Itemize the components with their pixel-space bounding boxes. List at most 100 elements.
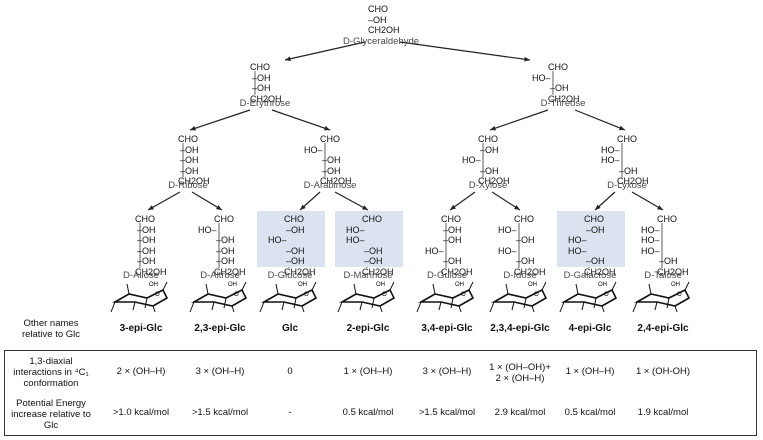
alt-name: 3-epi-Glc bbox=[119, 323, 163, 334]
chair-conformation: OHO bbox=[259, 281, 318, 313]
chair-substituent-bond bbox=[205, 283, 209, 295]
sugar-name-hexose: D-Galactose bbox=[563, 270, 617, 281]
chair-substituent-bond bbox=[132, 301, 136, 311]
energy-value: 0.5 kcal/mol bbox=[342, 407, 394, 418]
sugar-name-hexose: D-Altrose bbox=[200, 270, 240, 281]
fischer-oh-right: –OH bbox=[443, 235, 462, 246]
tree-arrow-line bbox=[189, 109, 251, 131]
energy-value: 0.5 kcal/mol bbox=[564, 407, 616, 418]
tree-arrow-head bbox=[190, 126, 196, 131]
chair-substituent-bond bbox=[531, 305, 535, 313]
chair-conformation: OHO bbox=[489, 281, 548, 313]
energy-value: - bbox=[288, 407, 292, 418]
energy-value: 1.9 kcal/mol bbox=[637, 407, 689, 418]
chair-ring-oxygen: O bbox=[677, 292, 682, 298]
sugar-name-erythrose: D-Erythrose bbox=[239, 98, 291, 109]
chair-substituent-bond bbox=[389, 281, 395, 291]
fischer-oh-left: HO– bbox=[198, 224, 217, 235]
fischer-aldehyde: CHO bbox=[514, 214, 534, 224]
fischer-oh-left: HO– bbox=[641, 235, 660, 246]
fischer-ch2oh: CH2OH bbox=[657, 267, 689, 277]
tree-arrow-head bbox=[216, 205, 222, 210]
fischer-oh-right: –OH bbox=[322, 165, 341, 176]
fischer-oh-left: HO– bbox=[462, 155, 481, 166]
tree-arrow-line bbox=[491, 191, 521, 211]
chair-substituent-bond bbox=[275, 283, 279, 295]
chair-ring bbox=[560, 288, 618, 307]
fischer-oh-left: HO– bbox=[601, 144, 620, 155]
fischer-oh-right: –OH bbox=[286, 256, 305, 267]
chair-substituent-bond bbox=[211, 301, 215, 311]
tree-arrow-line bbox=[191, 191, 223, 211]
diaxial-line: 2 × (OH–H) bbox=[495, 373, 545, 384]
tree-arrow-line bbox=[631, 191, 664, 211]
tree-arrow-head bbox=[524, 56, 530, 62]
chair-substituent-bond bbox=[353, 283, 357, 295]
fischer-aldehyde: CHO bbox=[178, 134, 198, 144]
tree-arrow-line bbox=[489, 109, 549, 131]
fischer-oh-right: –OH bbox=[252, 72, 271, 83]
chair-substituent-bond bbox=[541, 281, 547, 291]
fischer-oh-right: –OH bbox=[443, 256, 462, 267]
fischer-oh-right: –OH bbox=[137, 224, 156, 235]
chair-substituent-bond bbox=[648, 283, 652, 295]
chair-oh-label: OH bbox=[598, 282, 607, 288]
diaxial-line: 3 × (OH–H) bbox=[422, 366, 472, 377]
fischer-oh-right: –OH bbox=[586, 224, 605, 235]
fischer-oh-right: –OH bbox=[216, 245, 235, 256]
chair-substituent-bond bbox=[359, 301, 363, 311]
chair-substituent-bond bbox=[559, 301, 565, 313]
chair-conformation: OHO bbox=[110, 281, 169, 313]
sugar-name-hexose: D-Mannose bbox=[343, 270, 393, 281]
fischer-aldehyde: CHO bbox=[214, 214, 234, 224]
chair-substituent-bond bbox=[581, 301, 585, 311]
tree-arrow-head bbox=[514, 205, 520, 210]
diaxial-line: 0 bbox=[287, 366, 293, 377]
chair-conformation: OHO bbox=[189, 281, 248, 313]
chair-substituent-bond bbox=[371, 297, 375, 309]
fischer-aldehyde: CHO bbox=[284, 214, 304, 224]
chair-substituent-bond bbox=[337, 301, 343, 313]
diaxial-value: 3 × (OH–H) bbox=[423, 366, 472, 377]
fischer-oh-right: –OH bbox=[516, 256, 535, 267]
fischer-oh-right: –OH bbox=[180, 165, 199, 176]
fischer-ch2oh: CH2OH bbox=[250, 93, 282, 104]
chair-substituent-bond bbox=[432, 283, 436, 295]
chair-substituent-bond bbox=[468, 281, 474, 291]
chair-oh-label: OH bbox=[376, 282, 385, 288]
chair-substituent-bond bbox=[575, 283, 579, 295]
fischer-oh-left: HO– bbox=[641, 224, 660, 235]
fischer-ch2oh: CH2OH bbox=[584, 267, 616, 277]
diaxial-line: 1 × (OH–OH)+ bbox=[489, 362, 551, 373]
sugar-name-level2: D-Ribose bbox=[168, 180, 208, 191]
fischer-oh-right: –OH bbox=[252, 83, 271, 94]
energy-label: Potential Energy increase relative to Gl… bbox=[11, 398, 91, 431]
fischer-aldehyde: CHO bbox=[617, 134, 637, 144]
fischer-aldehyde: CHO bbox=[441, 214, 461, 224]
fischer-ch2oh: CH2OH bbox=[548, 93, 580, 104]
chair-substituent-bond bbox=[489, 301, 495, 313]
chair-conformation: OHO bbox=[559, 281, 618, 313]
fischer-aldehyde: CHO bbox=[362, 214, 382, 224]
fischer-oh-left: HO– bbox=[425, 245, 444, 256]
chair-substituent-bond bbox=[450, 297, 454, 309]
chair-substituent-bond bbox=[416, 301, 422, 313]
fischer-oh-right: –OH bbox=[364, 245, 383, 256]
fischer-ch2oh: CH2OH bbox=[362, 267, 394, 277]
glyceraldehyde-name: D-Glyceraldehyde bbox=[342, 36, 420, 47]
chair-substituent-bond bbox=[632, 301, 638, 313]
fischer-aldehyde: CHO bbox=[584, 214, 604, 224]
fischer-oh-right: –OH bbox=[516, 235, 535, 246]
chair-substituent-bond bbox=[110, 301, 116, 313]
chair-substituent-bond bbox=[593, 297, 597, 309]
fischer-oh-right: –OH bbox=[180, 155, 199, 166]
fischer-aldehyde: CHO bbox=[320, 134, 340, 144]
chair-oh-label: OH bbox=[455, 282, 464, 288]
energy-value: >1.5 kcal/mol bbox=[191, 407, 249, 418]
sugar-name-level2: D-Arabinose bbox=[303, 180, 357, 191]
fischer-oh-right: –OH bbox=[180, 144, 199, 155]
fischer-ch2oh: CH2OH bbox=[617, 176, 649, 187]
chair-ring bbox=[490, 288, 548, 307]
fischer-oh-right: –OH bbox=[659, 256, 678, 267]
energy-value: >1.0 kcal/mol bbox=[112, 407, 170, 418]
